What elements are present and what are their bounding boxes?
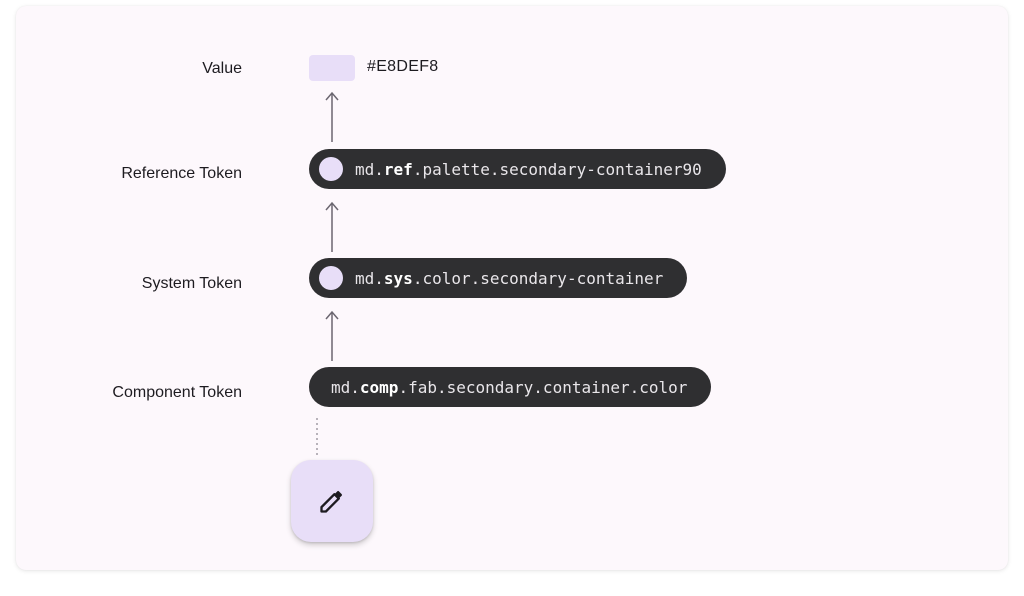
arrow-up-icon <box>325 310 339 361</box>
diagram-card: Value Reference Token System Token Compo… <box>16 6 1008 570</box>
component-token-bold: comp <box>359 377 399 397</box>
reference-token-pill: md.ref.palette.secondary-container90 <box>309 149 726 189</box>
system-token-bold: sys <box>383 268 413 288</box>
system-token-suffix: .color.secondary-container <box>412 268 664 288</box>
system-token-label: System Token <box>141 275 242 292</box>
component-token-label: Component Token <box>112 384 242 401</box>
reference-token-bold: ref <box>383 159 413 179</box>
color-dot <box>319 157 343 181</box>
value-label: Value <box>202 60 242 77</box>
system-token-pill: md.sys.color.secondary-container <box>309 258 688 298</box>
dotted-connector <box>316 418 318 458</box>
reference-token-label: Reference Token <box>121 165 242 182</box>
arrow-up-icon <box>325 201 339 252</box>
fab-button[interactable] <box>291 460 373 542</box>
color-swatch <box>309 55 355 81</box>
component-token-suffix: .fab.secondary.container.color <box>398 377 688 397</box>
arrow-up-icon <box>325 91 339 142</box>
component-token-pill: md.comp.fab.secondary.container.color <box>309 367 712 407</box>
reference-token-suffix: .palette.secondary-container90 <box>412 159 702 179</box>
component-token-prefix: md. <box>331 377 360 397</box>
color-dot <box>319 266 343 290</box>
system-token-prefix: md. <box>355 268 384 288</box>
pencil-icon <box>320 491 342 513</box>
reference-token-prefix: md. <box>355 159 384 179</box>
hex-value: #E8DEF8 <box>367 58 439 75</box>
